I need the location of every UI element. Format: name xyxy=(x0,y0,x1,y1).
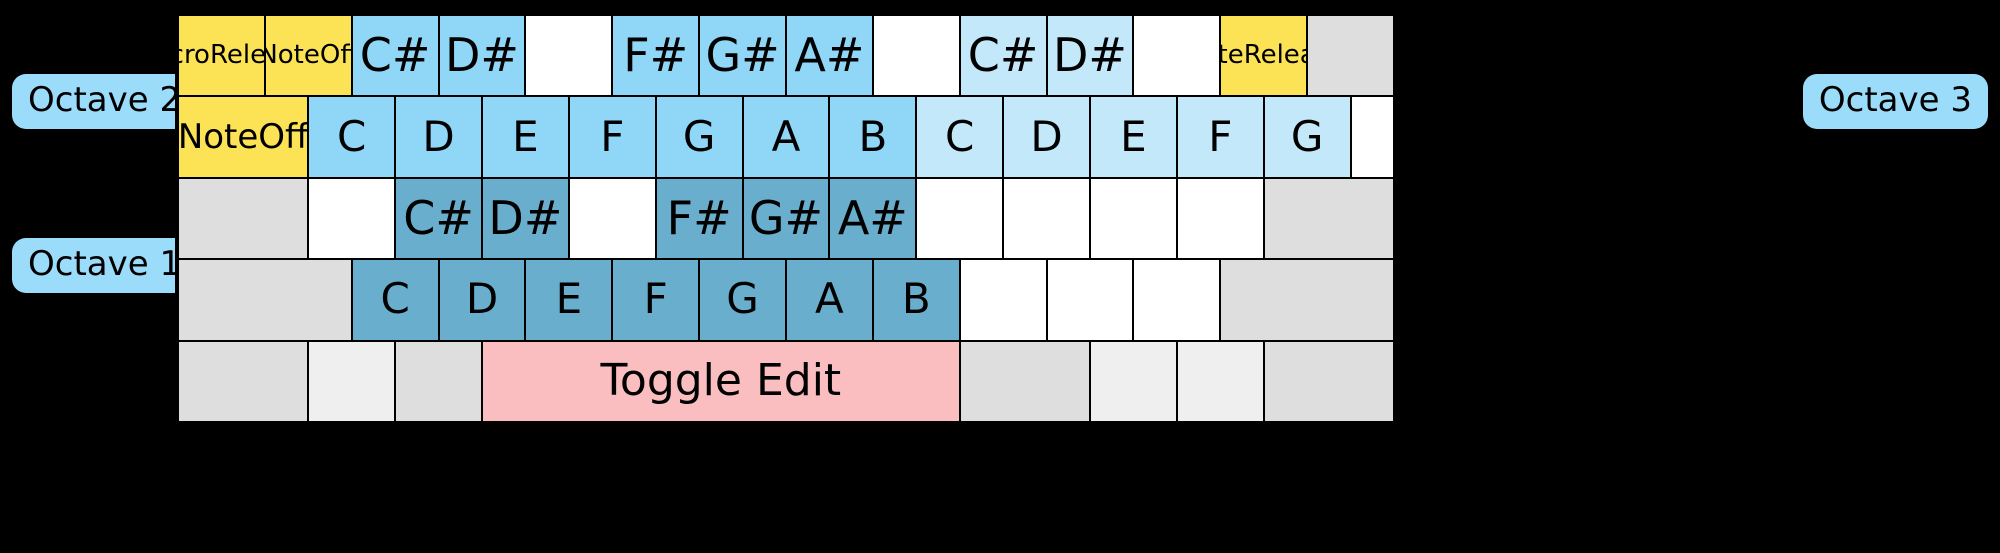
key-d-r2c3[interactable]: D xyxy=(394,95,483,179)
key-empty-r3c13[interactable] xyxy=(1262,176,1395,261)
key-toggle-edit-r5c4[interactable]: Toggle Edit xyxy=(480,339,961,423)
key-empty-r1c14[interactable] xyxy=(1306,14,1395,98)
key-f-r2c12[interactable]: F xyxy=(1175,95,1265,179)
key-d-r2c10[interactable]: D xyxy=(1002,95,1091,179)
key-e-r2c11[interactable]: E xyxy=(1088,95,1178,179)
key-label-line: Note xyxy=(263,40,320,71)
key-e-r4c4[interactable]: E xyxy=(524,258,614,342)
key-empty-r4c1[interactable] xyxy=(177,258,353,342)
key-g-r2c13[interactable]: G xyxy=(1262,95,1352,179)
key-f-r4c5[interactable]: F xyxy=(611,258,701,342)
key-empty-r3c10[interactable] xyxy=(1002,176,1091,261)
octave-1-label: Octave 1 xyxy=(12,238,198,293)
key-empty-r4c10[interactable] xyxy=(1045,258,1135,342)
key-empty-r3c11[interactable] xyxy=(1088,176,1178,261)
key-f-sharp-r3c6[interactable]: F# xyxy=(654,176,744,261)
key-macro-release-r1c1[interactable]: MacroRelease xyxy=(177,14,266,98)
key-a-r2c7[interactable]: A xyxy=(741,95,831,179)
key-empty-r5c5[interactable] xyxy=(958,339,1091,423)
key-empty-r1c9[interactable] xyxy=(871,14,961,98)
key-empty-r5c7[interactable] xyxy=(1175,339,1265,423)
key-empty-r5c3[interactable] xyxy=(394,339,483,423)
key-empty-r4c9[interactable] xyxy=(958,258,1048,342)
key-empty-r3c2[interactable] xyxy=(307,176,397,261)
key-c-r2c2[interactable]: C xyxy=(307,95,397,179)
key-label-line: Note xyxy=(177,116,259,157)
key-grid: MacroReleaseNoteOffC#D#F#G#A#C#D#NoteRel… xyxy=(175,12,1397,425)
key-empty-r5c2[interactable] xyxy=(307,339,397,423)
key-empty-r1c12[interactable] xyxy=(1132,14,1222,98)
key-b-r2c8[interactable]: B xyxy=(828,95,918,179)
key-label-line: Off xyxy=(258,116,309,157)
key-a-r4c7[interactable]: A xyxy=(784,258,874,342)
key-empty-r4c11[interactable] xyxy=(1132,258,1222,342)
key-d-r4c3[interactable]: D xyxy=(437,258,527,342)
key-empty-r3c12[interactable] xyxy=(1175,176,1265,261)
key-empty-r2c14[interactable] xyxy=(1349,95,1395,179)
key-empty-r3c1[interactable] xyxy=(177,176,310,261)
key-g-r4c6[interactable]: G xyxy=(698,258,787,342)
key-c-r4c2[interactable]: C xyxy=(350,258,440,342)
key-f-r2c5[interactable]: F xyxy=(567,95,657,179)
octave-2-label: Octave 2 xyxy=(12,74,198,129)
key-e-r2c4[interactable]: E xyxy=(480,95,570,179)
octave-1-label-text: Octave 1 xyxy=(28,244,182,284)
key-d-sharp-r1c11[interactable]: D# xyxy=(1045,14,1135,98)
key-d-sharp-r3c4[interactable]: D# xyxy=(480,176,570,261)
key-empty-r1c5[interactable] xyxy=(524,14,614,98)
key-c-sharp-r1c10[interactable]: C# xyxy=(958,14,1048,98)
key-a-sharp-r3c8[interactable]: A# xyxy=(828,176,918,261)
key-c-r2c9[interactable]: C xyxy=(915,95,1005,179)
key-a-sharp-r1c8[interactable]: A# xyxy=(784,14,874,98)
key-label-line: Off xyxy=(319,40,351,71)
key-empty-r3c9[interactable] xyxy=(915,176,1005,261)
key-b-r4c8[interactable]: B xyxy=(871,258,961,342)
key-empty-r5c1[interactable] xyxy=(177,339,310,423)
key-c-sharp-r1c3[interactable]: C# xyxy=(350,14,440,98)
key-g-sharp-r1c7[interactable]: G# xyxy=(698,14,787,98)
key-empty-r5c6[interactable] xyxy=(1088,339,1178,423)
octave-2-label-text: Octave 2 xyxy=(28,80,182,120)
octave-3-label: Octave 3 xyxy=(1802,74,1988,129)
key-label-line: Note xyxy=(1219,40,1244,71)
key-d-sharp-r1c4[interactable]: D# xyxy=(437,14,527,98)
key-label-line: Macro xyxy=(179,40,210,71)
octave-3-label-text: Octave 3 xyxy=(1818,80,1972,120)
key-g-r2c6[interactable]: G xyxy=(654,95,744,179)
key-f-sharp-r1c6[interactable]: F# xyxy=(611,14,701,98)
key-empty-r5c8[interactable] xyxy=(1262,339,1395,423)
key-g-sharp-r3c7[interactable]: G# xyxy=(741,176,831,261)
key-label-line: Release xyxy=(209,40,266,71)
key-label-line: Release xyxy=(1243,40,1306,71)
key-c-sharp-r3c3[interactable]: C# xyxy=(394,176,483,261)
key-empty-r3c5[interactable] xyxy=(567,176,657,261)
key-note-release-r1c13[interactable]: NoteRelease xyxy=(1219,14,1309,98)
key-empty-r4c12[interactable] xyxy=(1219,258,1395,342)
